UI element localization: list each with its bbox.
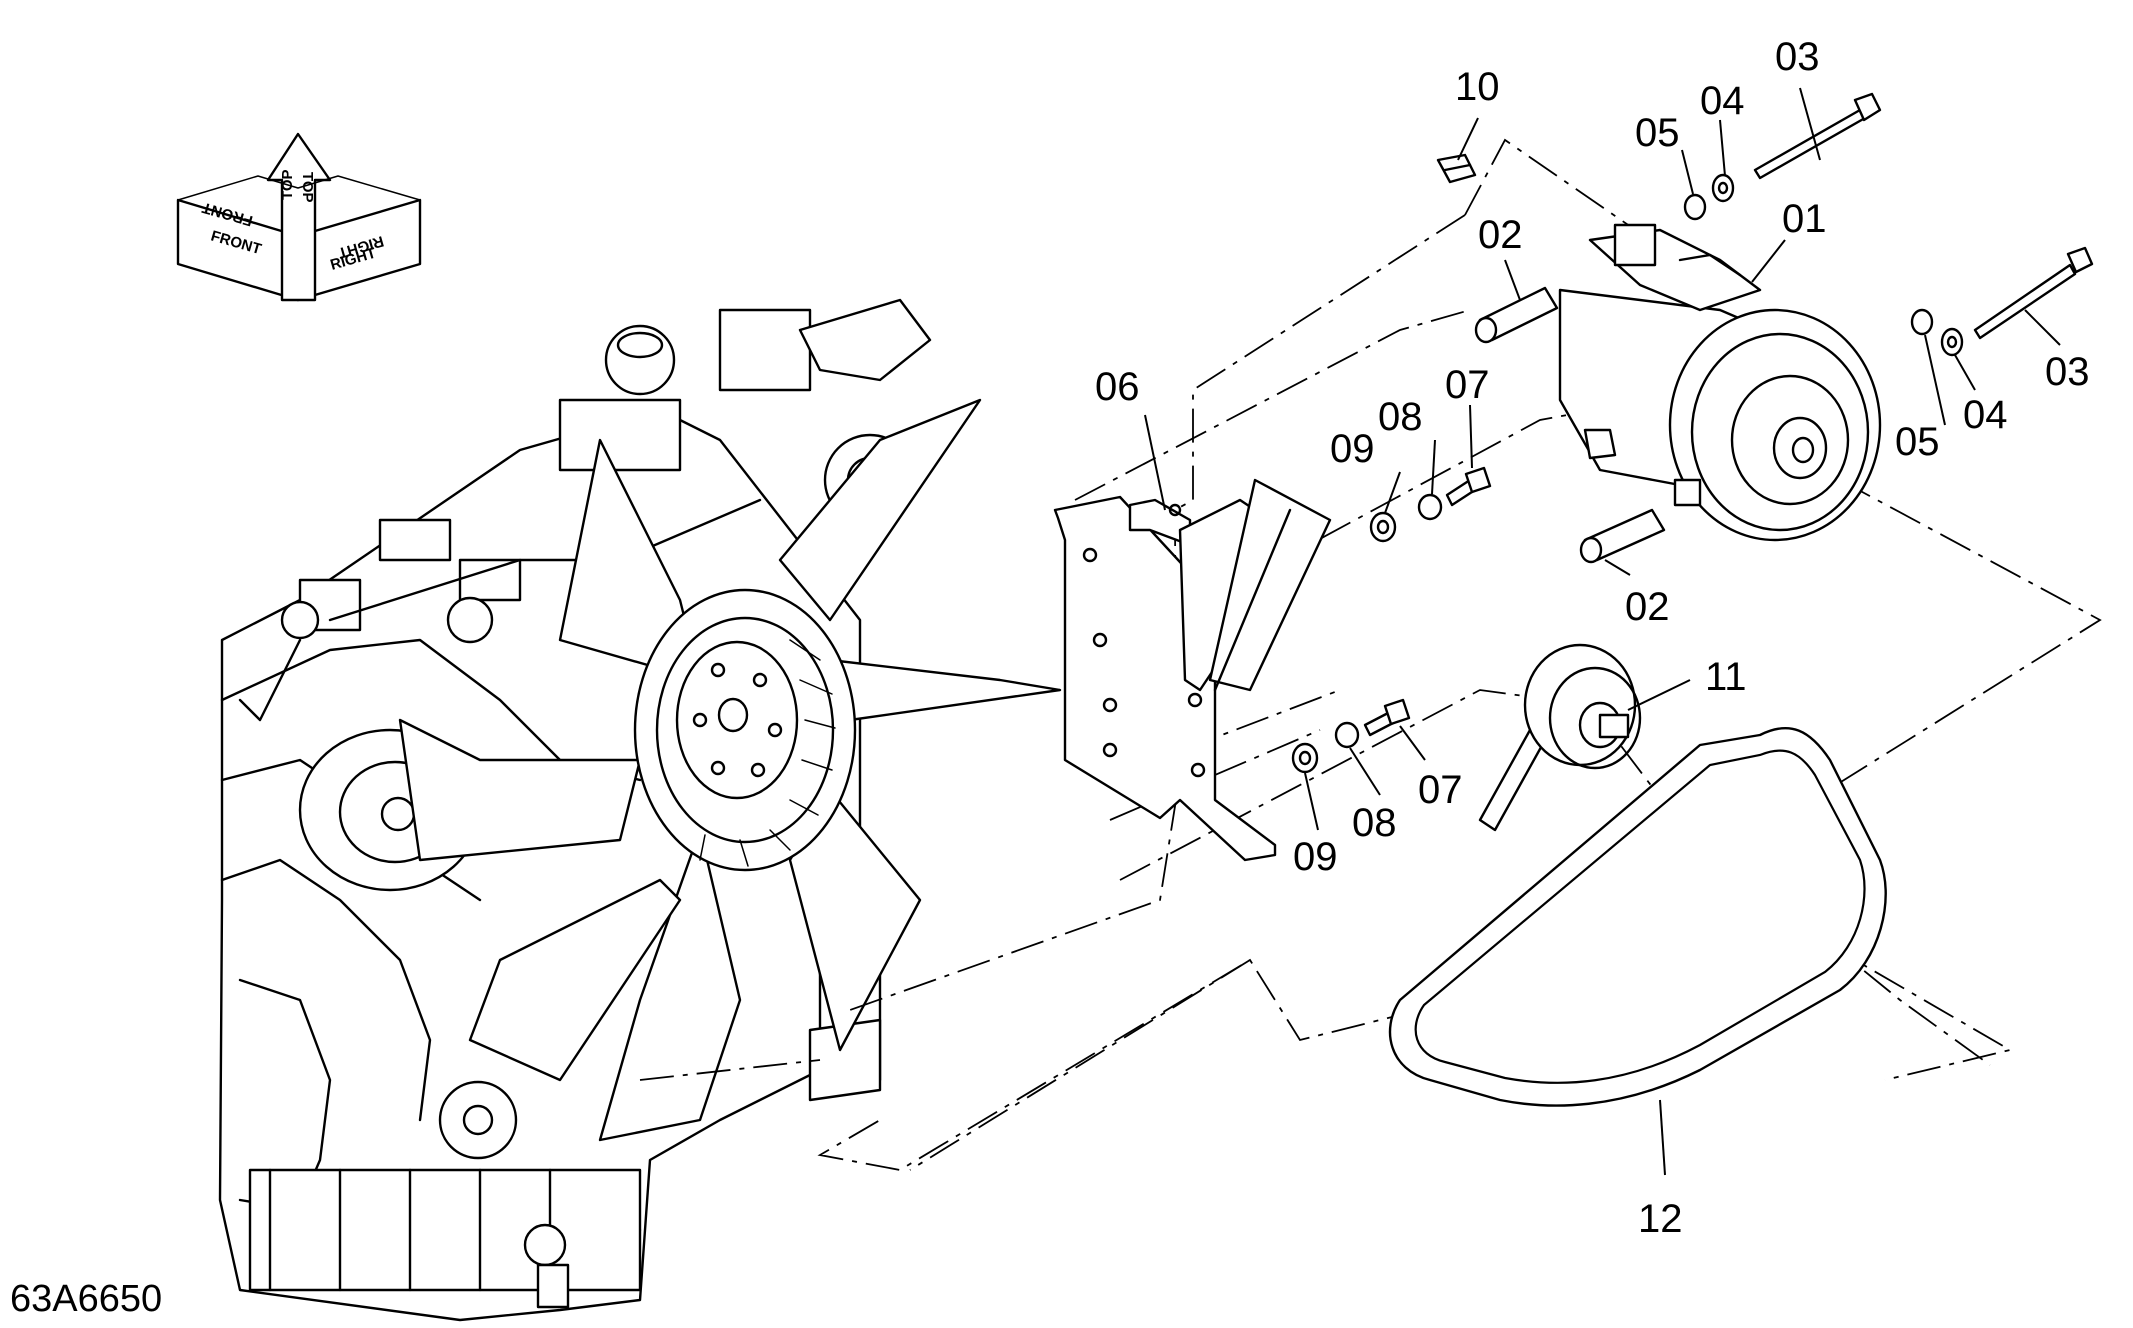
callout-10: 10 — [1455, 65, 1500, 109]
orientation-top-label-mirror: TOP — [279, 169, 296, 200]
spacers — [1474, 286, 1666, 564]
callout-09-bottom: 09 — [1293, 835, 1338, 879]
cooling-fan — [398, 398, 1062, 1142]
callout-08-bottom: 08 — [1352, 801, 1397, 845]
callout-02-bottom: 02 — [1625, 585, 1670, 629]
callout-11: 11 — [1705, 655, 1747, 699]
callout-labels: 10 03 04 05 01 02 03 04 05 06 07 08 09 0… — [1095, 35, 2090, 1241]
callout-04-right: 04 — [1963, 393, 2008, 437]
callout-08-top: 08 — [1378, 395, 1423, 439]
callout-05-right: 05 — [1895, 420, 1940, 464]
callout-05-top: 05 — [1635, 111, 1680, 155]
long-bolts — [1753, 92, 2094, 340]
callout-07-bottom: 07 — [1418, 768, 1463, 812]
callout-03-right: 03 — [2045, 350, 2090, 394]
orientation-indicator: FRONT FRONT TOP TOP RIGHT RIGHT — [176, 132, 422, 302]
orientation-top-label: TOP — [299, 172, 316, 203]
callout-12: 12 — [1638, 1197, 1683, 1241]
sensor-connector — [1436, 153, 1477, 184]
callout-03-top: 03 — [1775, 35, 1820, 79]
callout-07-top: 07 — [1445, 363, 1490, 407]
leader-lines — [1144, 87, 2061, 1176]
small-bolts-and-washers — [1291, 466, 1492, 774]
washers — [1683, 173, 1964, 357]
ac-compressor — [1558, 223, 1882, 542]
callout-02-top: 02 — [1478, 213, 1523, 257]
idler-pulley — [1478, 643, 1642, 832]
mounting-bracket — [1053, 478, 1332, 862]
callout-06: 06 — [1095, 365, 1140, 409]
drive-belt — [1388, 726, 1887, 1107]
callout-09-top: 09 — [1330, 427, 1375, 471]
callout-01: 01 — [1782, 197, 1827, 241]
callout-04-top: 04 — [1700, 79, 1745, 123]
drawing-id: 63A6650 — [10, 1278, 162, 1320]
